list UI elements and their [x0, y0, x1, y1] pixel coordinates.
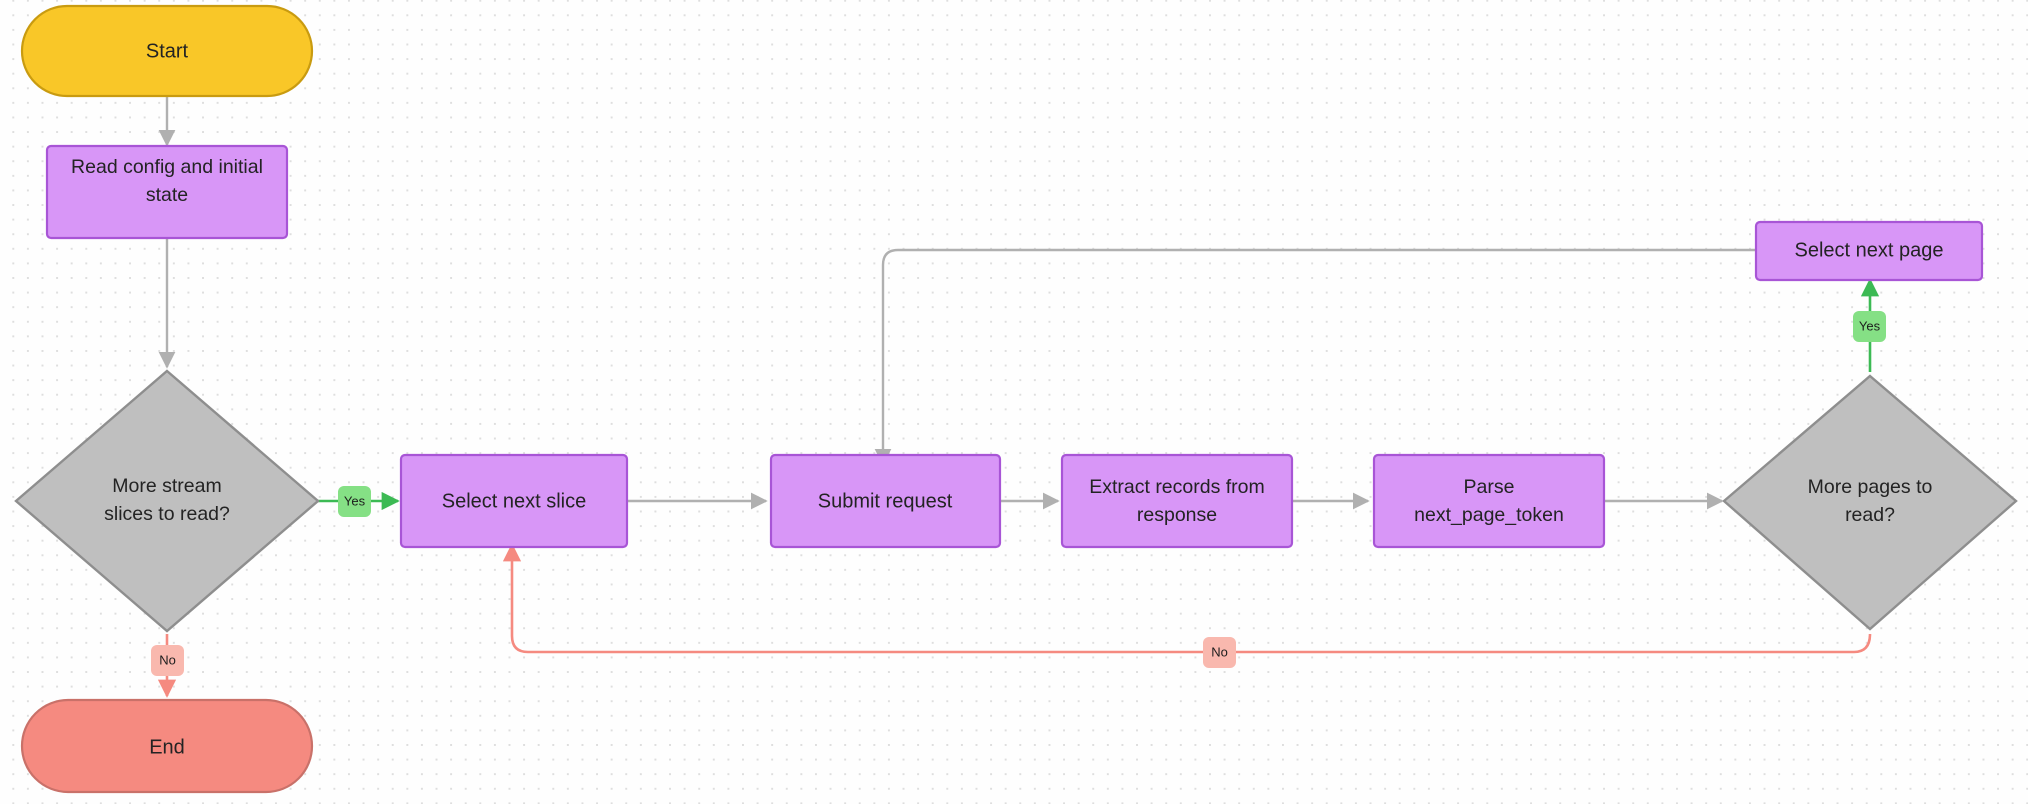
node-read-config-shape[interactable] — [45, 144, 289, 240]
node-select-next-slice-shape[interactable] — [399, 453, 629, 549]
edge-label-yes-slices-badge — [338, 486, 371, 517]
node-more-stream-slices-decision[interactable]: More stream slices to read? — [14, 369, 320, 633]
node-parse-next-page-token-shape[interactable] — [1372, 453, 1606, 549]
node-more-pages-decision[interactable]: More pages to read? — [1722, 374, 2018, 631]
edge-label-no-pages-badge — [1203, 637, 1236, 668]
edge-label-yes-slices: Yes — [338, 486, 371, 517]
node-extract-records[interactable]: Extract records from response — [1060, 453, 1294, 549]
nodes-layer: Start Read config and initial state More… — [14, 4, 2018, 794]
node-more-stream-slices-shape[interactable] — [14, 369, 320, 633]
node-submit-request[interactable]: Submit request — [769, 453, 1002, 549]
edge-label-no-slices: No — [151, 645, 184, 676]
edge-more-pages-no-to-next-slice-loop — [502, 543, 1872, 654]
node-select-next-page-shape[interactable] — [1754, 220, 1984, 282]
node-start[interactable]: Start — [20, 4, 314, 98]
edge-next-page-to-submit-loop — [874, 248, 1756, 466]
node-read-config[interactable]: Read config and initial state — [45, 144, 289, 240]
edge-label-yes-pages: Yes — [1853, 311, 1886, 342]
node-end-shape[interactable] — [20, 698, 314, 794]
node-extract-records-shape[interactable] — [1060, 453, 1294, 549]
node-select-next-page[interactable]: Select next page — [1754, 220, 1984, 282]
node-more-pages-shape[interactable] — [1722, 374, 2018, 631]
node-parse-next-page-token[interactable]: Parse next_page_token — [1372, 453, 1606, 549]
node-select-next-slice[interactable]: Select next slice — [399, 453, 629, 549]
edge-label-no-pages: No — [1203, 637, 1236, 668]
edge-label-yes-pages-badge — [1853, 311, 1886, 342]
node-end[interactable]: End — [20, 698, 314, 794]
edges-layer — [157, 97, 1880, 698]
node-submit-request-shape[interactable] — [769, 453, 1002, 549]
edge-label-no-slices-badge — [151, 645, 184, 676]
node-start-shape[interactable] — [20, 4, 314, 98]
